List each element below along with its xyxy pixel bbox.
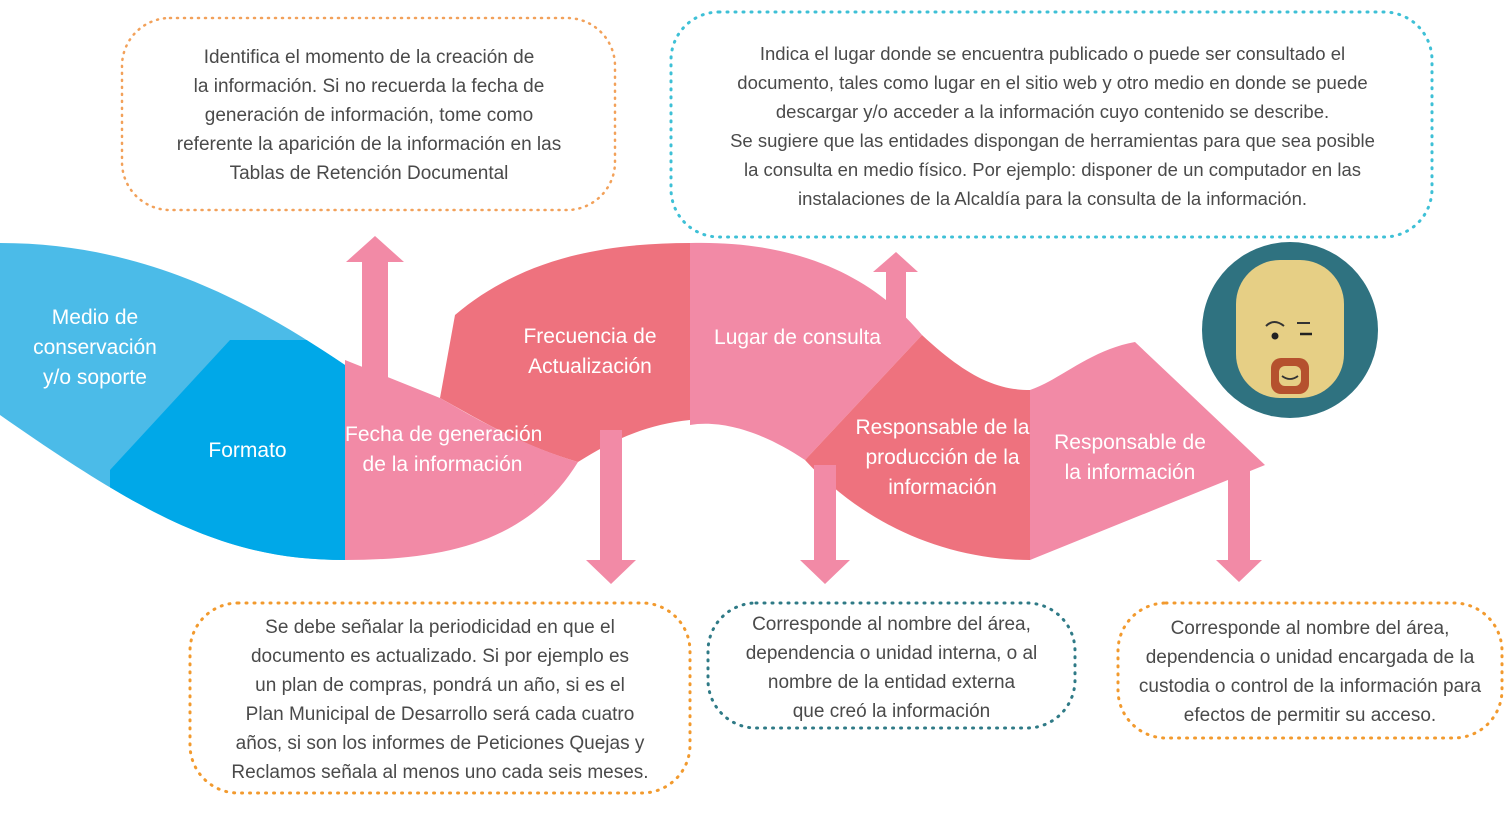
callout-frecuencia-line: un plan de compras, pondrá un año, si es… — [255, 674, 625, 696]
label-formato-line: Formato — [208, 439, 287, 462]
label-frecuencia-line: Actualización — [528, 355, 652, 378]
label-frecuencia-line: Frecuencia de — [523, 325, 657, 348]
segment-lugar — [690, 242, 922, 460]
callout-responsable-info: Corresponde al nombre del área, dependen… — [1124, 612, 1496, 732]
callout-lugar-line: la consulta en medio físico. Por ejemplo… — [743, 159, 1362, 180]
callout-fecha: Identifica el momento de la creación de … — [130, 28, 608, 203]
avatar-eyebrow-left — [1265, 321, 1285, 327]
label-responsable-info-line: Responsable de — [1054, 431, 1206, 454]
callout-lugar-line: instalaciones de la Alcaldía para la con… — [797, 188, 1308, 209]
segment-responsable-produccion — [805, 335, 1030, 560]
callout-responsable-info-line: Corresponde al nombre del área, — [1170, 618, 1450, 639]
callout-border-responsable-produccion — [706, 601, 1077, 730]
avatar-eye-left — [1271, 332, 1279, 340]
callout-responsable-produccion-line: dependencia o unidad interna, o al — [745, 642, 1038, 664]
segment-responsable-info — [1030, 342, 1265, 560]
callout-responsable-produccion-line: que creó la información — [792, 700, 991, 722]
arrow-up-lugar — [873, 252, 918, 320]
callout-border-frecuencia — [188, 601, 692, 795]
arrow-up-fecha — [346, 236, 404, 380]
segment-frecuencia — [440, 243, 690, 462]
label-lugar: Lugar de consulta — [705, 323, 890, 353]
segment-formato — [110, 340, 345, 560]
callout-lugar-line: Se sugiere que las entidades dispongan d… — [730, 130, 1375, 151]
label-lugar-line: Lugar de consulta — [714, 326, 881, 349]
label-medio-line: conservación — [33, 336, 157, 359]
arrow-down-responsable-produccion — [800, 465, 850, 584]
segment-fecha-fill — [345, 360, 578, 505]
callout-lugar: Indica el lugar donde se encuentra publi… — [680, 22, 1425, 230]
avatar-mouth — [1281, 375, 1299, 380]
label-responsable-produccion-line: Responsable de la — [855, 416, 1030, 439]
label-fecha-line: Fecha de generación — [345, 423, 543, 446]
callout-lugar-line: Indica el lugar donde se encuentra publi… — [759, 43, 1346, 64]
label-fecha: Fecha de generación de la información — [345, 420, 543, 480]
label-medio-line: Medio de — [51, 306, 139, 329]
callout-frecuencia-line: documento es actualizado. Si por ejemplo… — [250, 645, 630, 667]
callout-responsable-info-line: custodia o control de la información par… — [1138, 676, 1482, 697]
callout-fecha-line: Identifica el momento de la creación de — [203, 47, 535, 68]
label-responsable-produccion: Responsable de la producción de la infor… — [855, 413, 1030, 503]
callout-responsable-produccion-line: nombre de la entidad externa — [767, 671, 1016, 693]
label-formato: Formato — [185, 436, 310, 466]
callout-border-responsable-info — [1116, 601, 1504, 740]
callout-responsable-produccion-line: Corresponde al nombre del área, — [752, 613, 1031, 635]
callout-frecuencia-line: Plan Municipal de Desarrollo será cada c… — [245, 703, 635, 725]
avatar-chin — [1279, 366, 1301, 386]
callout-frecuencia: Se debe señalar la periodicidad en que e… — [198, 612, 682, 787]
callout-responsable-produccion: Corresponde al nombre del área, dependen… — [715, 610, 1068, 725]
callout-frecuencia-line: Reclamos señala al menos uno cada seis m… — [231, 761, 649, 783]
callout-frecuencia-line: años, si son los informes de Peticiones … — [235, 732, 645, 754]
arrow-down-frecuencia — [586, 430, 636, 584]
label-responsable-produccion-line: producción de la — [865, 446, 1020, 469]
callout-fecha-line: la información. Si no recuerda la fecha … — [193, 76, 545, 97]
label-fecha-line: de la información — [362, 453, 523, 476]
callout-responsable-info-line: efectos de permitir su acceso. — [1183, 705, 1437, 726]
callout-border-fecha — [120, 16, 617, 212]
arrow-down-responsable-info — [1216, 465, 1262, 582]
avatar-face — [1236, 260, 1344, 398]
label-responsable-info: Responsable de la información — [1050, 428, 1210, 488]
callout-frecuencia-line: Se debe señalar la periodicidad en que e… — [265, 616, 615, 638]
callout-fecha-line: Tablas de Retención Documental — [229, 163, 509, 184]
label-frecuencia: Frecuencia de Actualización — [515, 322, 665, 382]
callout-fecha-line: referente la aparición de la información… — [176, 134, 562, 155]
label-responsable-produccion-line: información — [888, 476, 997, 499]
callout-lugar-line: descargar y/o acceder a la información c… — [775, 101, 1330, 122]
label-medio-line: y/o soporte — [43, 366, 147, 389]
label-medio: Medio de conservación y/o soporte — [20, 303, 170, 393]
callout-responsable-info-line: dependencia o unidad encargada de la — [1145, 647, 1475, 668]
arrows — [346, 236, 1262, 584]
callout-fecha-line: generación de información, tome como — [204, 105, 534, 126]
callout-lugar-line: documento, tales como lugar en el sitio … — [737, 72, 1368, 93]
avatar — [1202, 242, 1378, 418]
label-responsable-info-line: la información — [1064, 461, 1196, 484]
